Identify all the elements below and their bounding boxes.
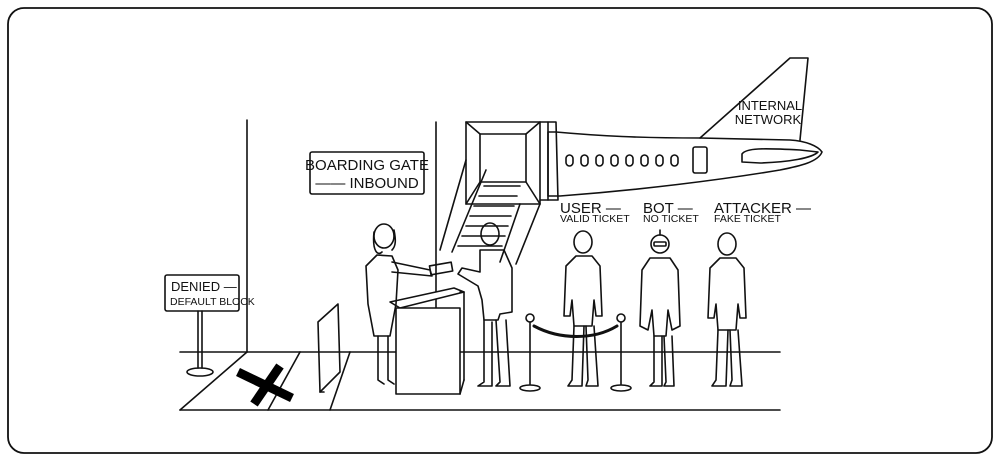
user-label-subtitle: VALID TICKET (560, 213, 630, 225)
tail-label-line2: NETWORK (735, 112, 802, 127)
boarding-pass (428, 261, 454, 276)
boarding-gate-sign-line1: BOARDING GATE (305, 157, 429, 174)
left-wall (179, 119, 248, 411)
user-label-title: USER — (560, 200, 621, 217)
attacker-label-title: ATTACKER — (714, 200, 811, 217)
airplane-windows (565, 154, 679, 167)
denied-x-mark (236, 363, 294, 407)
airplane-door (692, 146, 708, 174)
denied-sign-line2: DEFAULT BLOCK (170, 296, 255, 308)
gate-barrier-panel (317, 303, 341, 393)
attacker-label-subtitle: FAKE TICKET (714, 213, 781, 225)
tail-label-line1: INTERNAL (738, 98, 802, 113)
denied-sign-line1: DENIED — (171, 279, 237, 294)
frame-border (7, 7, 993, 454)
denied-sign: DENIED — DEFAULT BLOCK (164, 274, 255, 377)
boarding-passenger (457, 222, 513, 387)
bot-label-subtitle: NO TICKET (643, 213, 699, 225)
gate-counter (389, 287, 465, 395)
boarding-jetway (439, 121, 541, 265)
bot-label-title: BOT — (643, 200, 693, 217)
boarding-gate-sign-line2: —— INBOUND (315, 175, 419, 192)
queue-stanchions (519, 313, 632, 392)
boarding-gate-sign: BOARDING GATE —— INBOUND (305, 151, 429, 195)
user-figure (563, 230, 603, 387)
attacker-figure (707, 232, 747, 387)
airplane (539, 57, 823, 201)
bot-figure (639, 229, 681, 387)
